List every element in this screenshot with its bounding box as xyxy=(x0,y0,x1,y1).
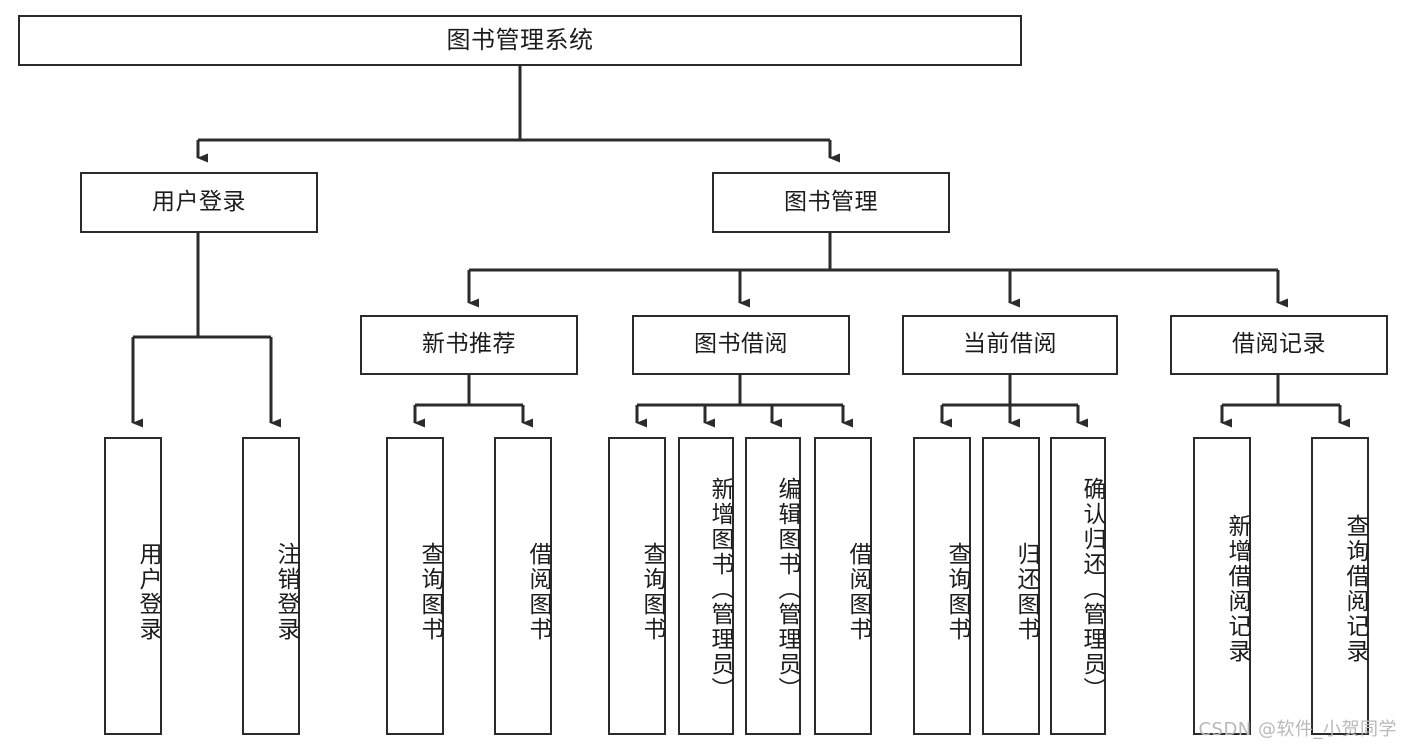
node-label: 查询图书 xyxy=(639,542,665,642)
node-user-login[interactable]: 用户登录 xyxy=(80,172,318,233)
node-label: 注销登录 xyxy=(273,542,299,642)
node-new-book-recommend[interactable]: 新书推荐 xyxy=(360,315,578,375)
leaf-user-login-logout[interactable]: 注销登录 xyxy=(242,437,300,735)
node-label: 借阅记录 xyxy=(1232,331,1326,358)
leaf-new-book-borrow-book[interactable]: 借阅图书 xyxy=(494,437,552,735)
node-label: 借阅图书 xyxy=(845,542,871,642)
leaf-book-borrow-add-book-admin[interactable]: 新增图书（管理员） xyxy=(678,437,734,735)
leaf-new-book-query-book[interactable]: 查询图书 xyxy=(386,437,444,735)
node-label: 编辑图书（管理员） xyxy=(774,476,800,702)
node-label: 确认归还（管理员） xyxy=(1079,476,1105,702)
node-book-management[interactable]: 图书管理 xyxy=(712,172,950,233)
leaf-borrow-record-query-record[interactable]: 查询借阅记录 xyxy=(1311,437,1369,735)
node-label: 图书管理系统 xyxy=(446,26,594,55)
node-root-book-management-system[interactable]: 图书管理系统 xyxy=(18,15,1022,66)
node-label: 新增借阅记录 xyxy=(1224,514,1250,664)
leaf-book-borrow-edit-book-admin[interactable]: 编辑图书（管理员） xyxy=(745,437,801,735)
leaf-current-borrow-return-book[interactable]: 归还图书 xyxy=(982,437,1040,735)
node-label: 查询图书 xyxy=(417,542,443,642)
leaf-borrow-record-add-record[interactable]: 新增借阅记录 xyxy=(1193,437,1251,735)
node-label: 查询图书 xyxy=(944,542,970,642)
node-borrow-record[interactable]: 借阅记录 xyxy=(1170,315,1388,375)
leaf-user-login-login[interactable]: 用户登录 xyxy=(104,437,162,735)
node-label: 新书推荐 xyxy=(422,331,516,358)
leaf-book-borrow-borrow-book[interactable]: 借阅图书 xyxy=(814,437,872,735)
node-label: 新增图书（管理员） xyxy=(707,476,733,702)
node-label: 图书管理 xyxy=(784,188,878,215)
node-label: 用户登录 xyxy=(135,542,161,642)
node-label: 图书借阅 xyxy=(694,331,788,358)
node-label: 用户登录 xyxy=(152,188,246,215)
node-label: 归还图书 xyxy=(1013,542,1039,642)
leaf-book-borrow-query-book[interactable]: 查询图书 xyxy=(608,437,666,735)
node-book-borrow[interactable]: 图书借阅 xyxy=(632,315,850,375)
node-current-borrow[interactable]: 当前借阅 xyxy=(902,315,1118,375)
leaf-current-borrow-query-book[interactable]: 查询图书 xyxy=(913,437,971,735)
leaf-current-borrow-confirm-return-admin[interactable]: 确认归还（管理员） xyxy=(1050,437,1106,735)
csdn-watermark: CSDN @软件_小贺同学 xyxy=(1198,719,1397,740)
node-label: 借阅图书 xyxy=(525,542,551,642)
node-label: 查询借阅记录 xyxy=(1342,514,1368,664)
node-label: 当前借阅 xyxy=(963,331,1057,358)
